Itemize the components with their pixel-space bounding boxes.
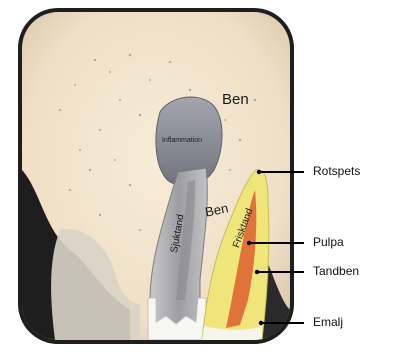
tandben-label: Tandben — [313, 265, 359, 277]
callout-dot-rotspets — [257, 170, 261, 174]
callout-dot-tandben — [255, 270, 259, 274]
callout-dot-emalj — [259, 321, 263, 325]
emalj-label: Emalj — [313, 316, 343, 328]
side-background — [294, 8, 390, 348]
pulpa-label: Pulpa — [313, 236, 344, 248]
inflammation-label: Inflammation — [162, 137, 202, 144]
callout-dot-pulpa — [247, 241, 251, 245]
rotspets-label: Rotspets — [313, 165, 360, 177]
ben-top-label: Ben — [222, 92, 249, 107]
